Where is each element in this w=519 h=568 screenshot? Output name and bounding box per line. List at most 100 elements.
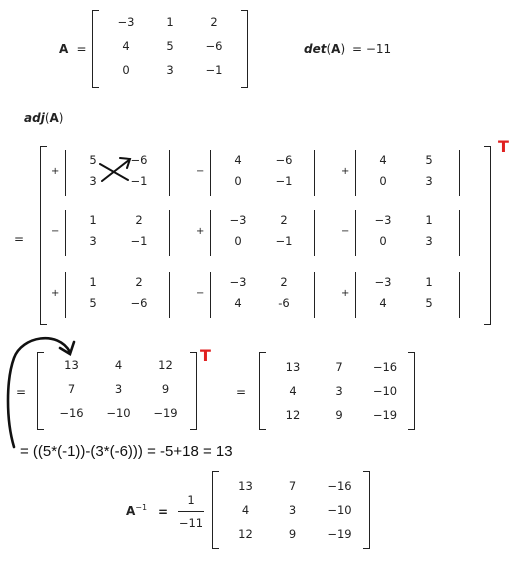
cofactor-cell: −6 [130, 153, 148, 167]
adjugate-transpose-mark: T [498, 137, 509, 156]
adjoint-matrix-left-bracket [259, 352, 266, 430]
inverse-superscript: −1 [135, 503, 148, 512]
cofactor-right-bar [459, 210, 460, 256]
cofactor-right-bar [314, 272, 315, 318]
inverse-fraction-bar [178, 511, 204, 512]
adjoint-matrix-cell: 3 [335, 384, 343, 398]
cofactor-cell: 3 [89, 174, 97, 188]
cofactor-sign: − [341, 226, 350, 237]
cofactor-cell: 4 [234, 296, 242, 310]
inverse-right-bracket [363, 471, 370, 549]
cofactor-cell: 3 [425, 174, 433, 188]
cofactor-right-bar [314, 150, 315, 196]
cofactor-left-bar [355, 272, 356, 318]
cofactor-matrix-cell: −10 [106, 406, 131, 420]
cofactor-cell: −1 [130, 234, 148, 248]
cofactor-cell: 2 [280, 275, 288, 289]
cofactor-cell: −1 [275, 174, 293, 188]
matrix-a-right-bracket [241, 10, 248, 88]
cofactor-right-bar [314, 210, 315, 256]
cofactor-matrix-cell: 12 [158, 358, 173, 372]
inverse-fraction-denominator: −11 [178, 516, 204, 530]
matrix-a-cell: 5 [166, 39, 174, 53]
cofactor-matrix-cell: 9 [161, 382, 170, 396]
cofactor-cell: 3 [425, 234, 433, 248]
cofactor-left-bar [65, 150, 66, 196]
det-paren-close: ) [340, 42, 346, 56]
matrix-a-body: −3 1 2 4 5 −6 0 3 −1 [104, 15, 236, 87]
cofactor-matrix-cell: −19 [153, 406, 178, 420]
cofactor-matrix-cell: −16 [59, 406, 84, 420]
inverse-matrix-cell: 12 [238, 527, 253, 541]
det-result: = −11 [351, 42, 392, 56]
cofactor-cell: 5 [89, 153, 97, 167]
cross-multiply-arrow-icon [99, 157, 132, 182]
adjoint-matrix-cell: 12 [285, 408, 301, 422]
cofactor-right-bar [169, 150, 170, 196]
cofactor-left-bar [65, 210, 66, 256]
cofactor-cell: −3 [374, 213, 392, 227]
inverse-fraction-numerator: 1 [187, 493, 195, 507]
adjoint-matrix-cell: −19 [372, 408, 398, 422]
cofactor-matrix-transpose-mark: T [200, 346, 211, 365]
cofactor-cell: 4 [379, 153, 387, 167]
cofactor-left-bar [65, 272, 66, 318]
adj-paren-open: ( [44, 111, 50, 125]
adj-func: adj [24, 111, 45, 125]
matrix-a-cell: 1 [166, 15, 174, 29]
inverse-matrix-cell: −19 [327, 527, 352, 541]
cofactor-matrix-equals: = [16, 385, 27, 399]
matrix-a-equals: = [76, 42, 87, 56]
adjoint-matrix-cell: −16 [372, 360, 398, 374]
cofactor-left-bar [210, 210, 211, 256]
cofactor-cell: 1 [425, 275, 433, 289]
cofactor-cell: 5 [425, 296, 433, 310]
cofactor-right-bar [169, 210, 170, 256]
cofactor-matrix-left-bracket [37, 352, 44, 430]
cofactor-left-bar [210, 272, 211, 318]
cofactor-cell: 0 [379, 174, 387, 188]
det-func: det [304, 42, 327, 56]
inverse-matrix-cell: 9 [288, 527, 297, 541]
adj-arg: A [49, 111, 59, 125]
matrix-a-left-bracket [92, 10, 99, 88]
cofactor-cell: 2 [135, 275, 143, 289]
cofactor-sign: + [341, 166, 350, 177]
inverse-left-bracket [212, 471, 219, 549]
cofactor-cell: 0 [379, 234, 387, 248]
cofactor-matrix-cell: 4 [114, 358, 123, 372]
cofactor-sign: + [51, 166, 60, 177]
matrix-a-label: A = [59, 42, 87, 56]
cofactor-left-bar [355, 150, 356, 196]
adjoint-matrix-cell: 4 [289, 384, 297, 398]
handwritten-calculation: = ((5*(-1))-(3*(-6))) = -5+18 = 13 [20, 443, 233, 460]
adjugate-label: adj(A) [24, 111, 63, 125]
adjoint-matrix-equals: = [236, 385, 247, 399]
cofactor-right-bar [459, 150, 460, 196]
cofactor-cell: 4 [379, 296, 387, 310]
determinant-expression: det(A) = −11 [304, 42, 391, 56]
inverse-symbol: A [126, 504, 136, 518]
cofactor-cell: −6 [275, 153, 293, 167]
cofactor-cell: −3 [374, 275, 392, 289]
cofactor-cell: −3 [229, 213, 247, 227]
cofactor-sign: + [196, 226, 205, 237]
adjugate-equals: = [14, 232, 25, 246]
cofactor-sign: + [341, 288, 350, 299]
cofactor-left-bar [355, 210, 356, 256]
inverse-matrix-cell: −16 [327, 479, 352, 493]
adjoint-matrix-right-bracket [408, 352, 415, 430]
cofactor-cell: −1 [130, 174, 148, 188]
cofactor-cell: 1 [425, 213, 433, 227]
cofactor-sign: + [51, 288, 60, 299]
curved-arrow-icon [6, 336, 76, 449]
cofactor-matrix-cell: 3 [114, 382, 123, 396]
cofactor-sign: − [196, 288, 205, 299]
cofactor-cell: −6 [130, 296, 148, 310]
matrix-a-symbol: A [59, 42, 69, 56]
inverse-label: A−1 [126, 503, 147, 518]
cofactor-right-bar [459, 272, 460, 318]
cofactor-cell: 2 [280, 213, 288, 227]
matrix-a-cell: −1 [205, 63, 223, 77]
cofactor-cell: 3 [89, 234, 97, 248]
